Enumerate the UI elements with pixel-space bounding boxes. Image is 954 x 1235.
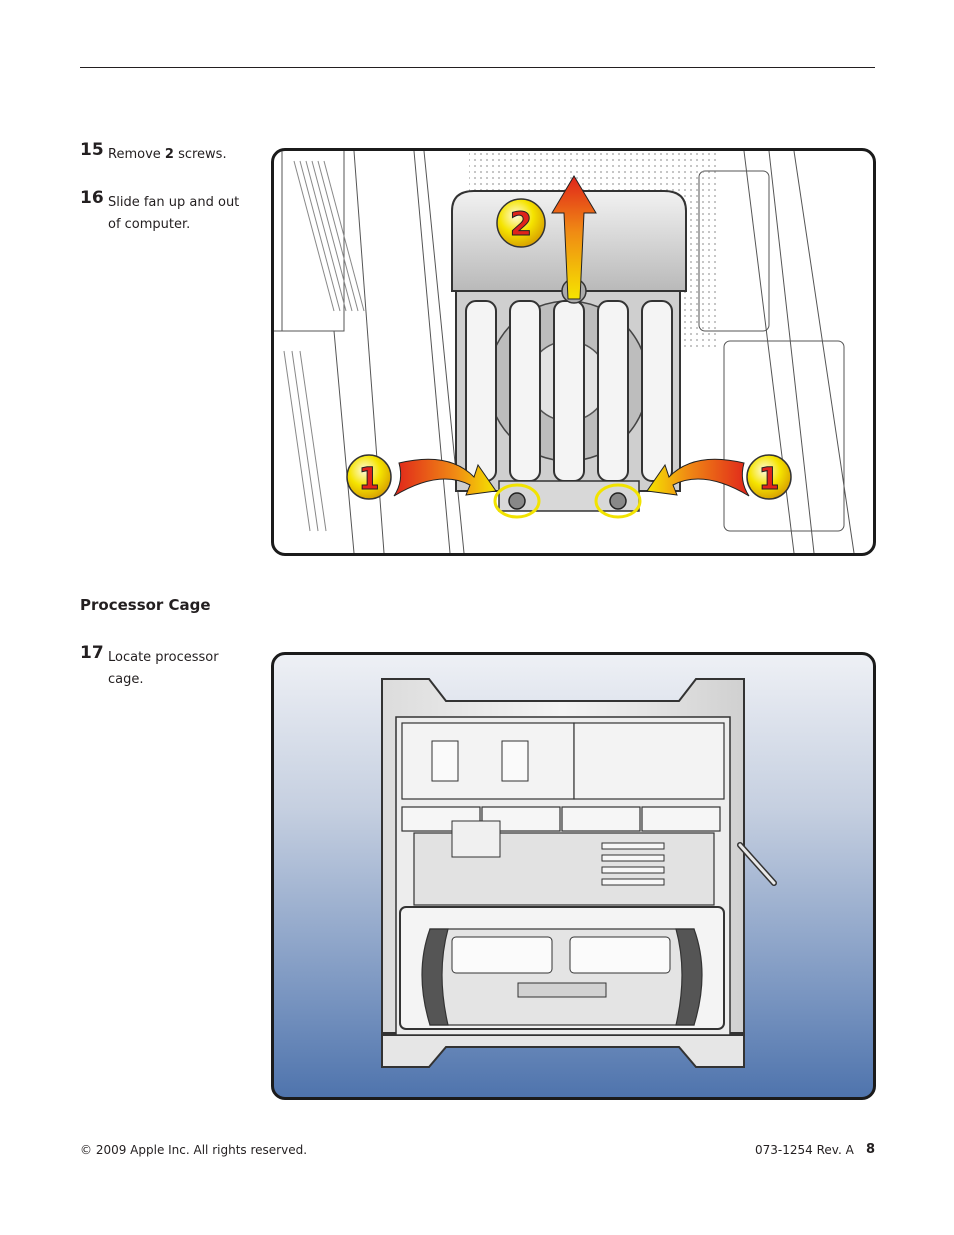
callout-badge: 2 <box>496 198 546 248</box>
callout-badge: 1 <box>346 454 392 500</box>
step-number: 15 <box>80 140 104 160</box>
header-rule <box>80 67 875 68</box>
step-number: 16 <box>80 188 104 208</box>
callout-badge: 1 <box>746 454 792 500</box>
section-title: Processor Cage <box>80 596 211 614</box>
page-number: 8 <box>866 1142 876 1157</box>
step-text: Remove 2 screws. <box>108 147 227 162</box>
svg-text:1: 1 <box>359 462 380 497</box>
svg-text:1: 1 <box>759 462 780 497</box>
svg-text:2: 2 <box>510 205 532 243</box>
footer-doc-number: 073-1254 Rev. A <box>755 1143 854 1157</box>
step-15: 15 Remove 2 screws. <box>80 140 250 166</box>
fan-removal-drawing: 2 1 1 <box>274 151 855 553</box>
footer-copyright: © 2009 Apple Inc. All rights reserved. <box>80 1143 308 1157</box>
processor-cage-illustration <box>271 652 876 1100</box>
step-number: 17 <box>80 643 104 663</box>
step-16: 16 Slide fan up and out of computer. <box>80 188 250 236</box>
mac-pro-drawing <box>381 678 777 1068</box>
step-text: Slide fan up and out of computer. <box>108 195 240 232</box>
step-17: 17 Locate processor cage. <box>80 643 250 691</box>
fan-removal-illustration: 2 1 1 <box>271 148 876 556</box>
step-text: Locate processor cage. <box>108 650 219 687</box>
